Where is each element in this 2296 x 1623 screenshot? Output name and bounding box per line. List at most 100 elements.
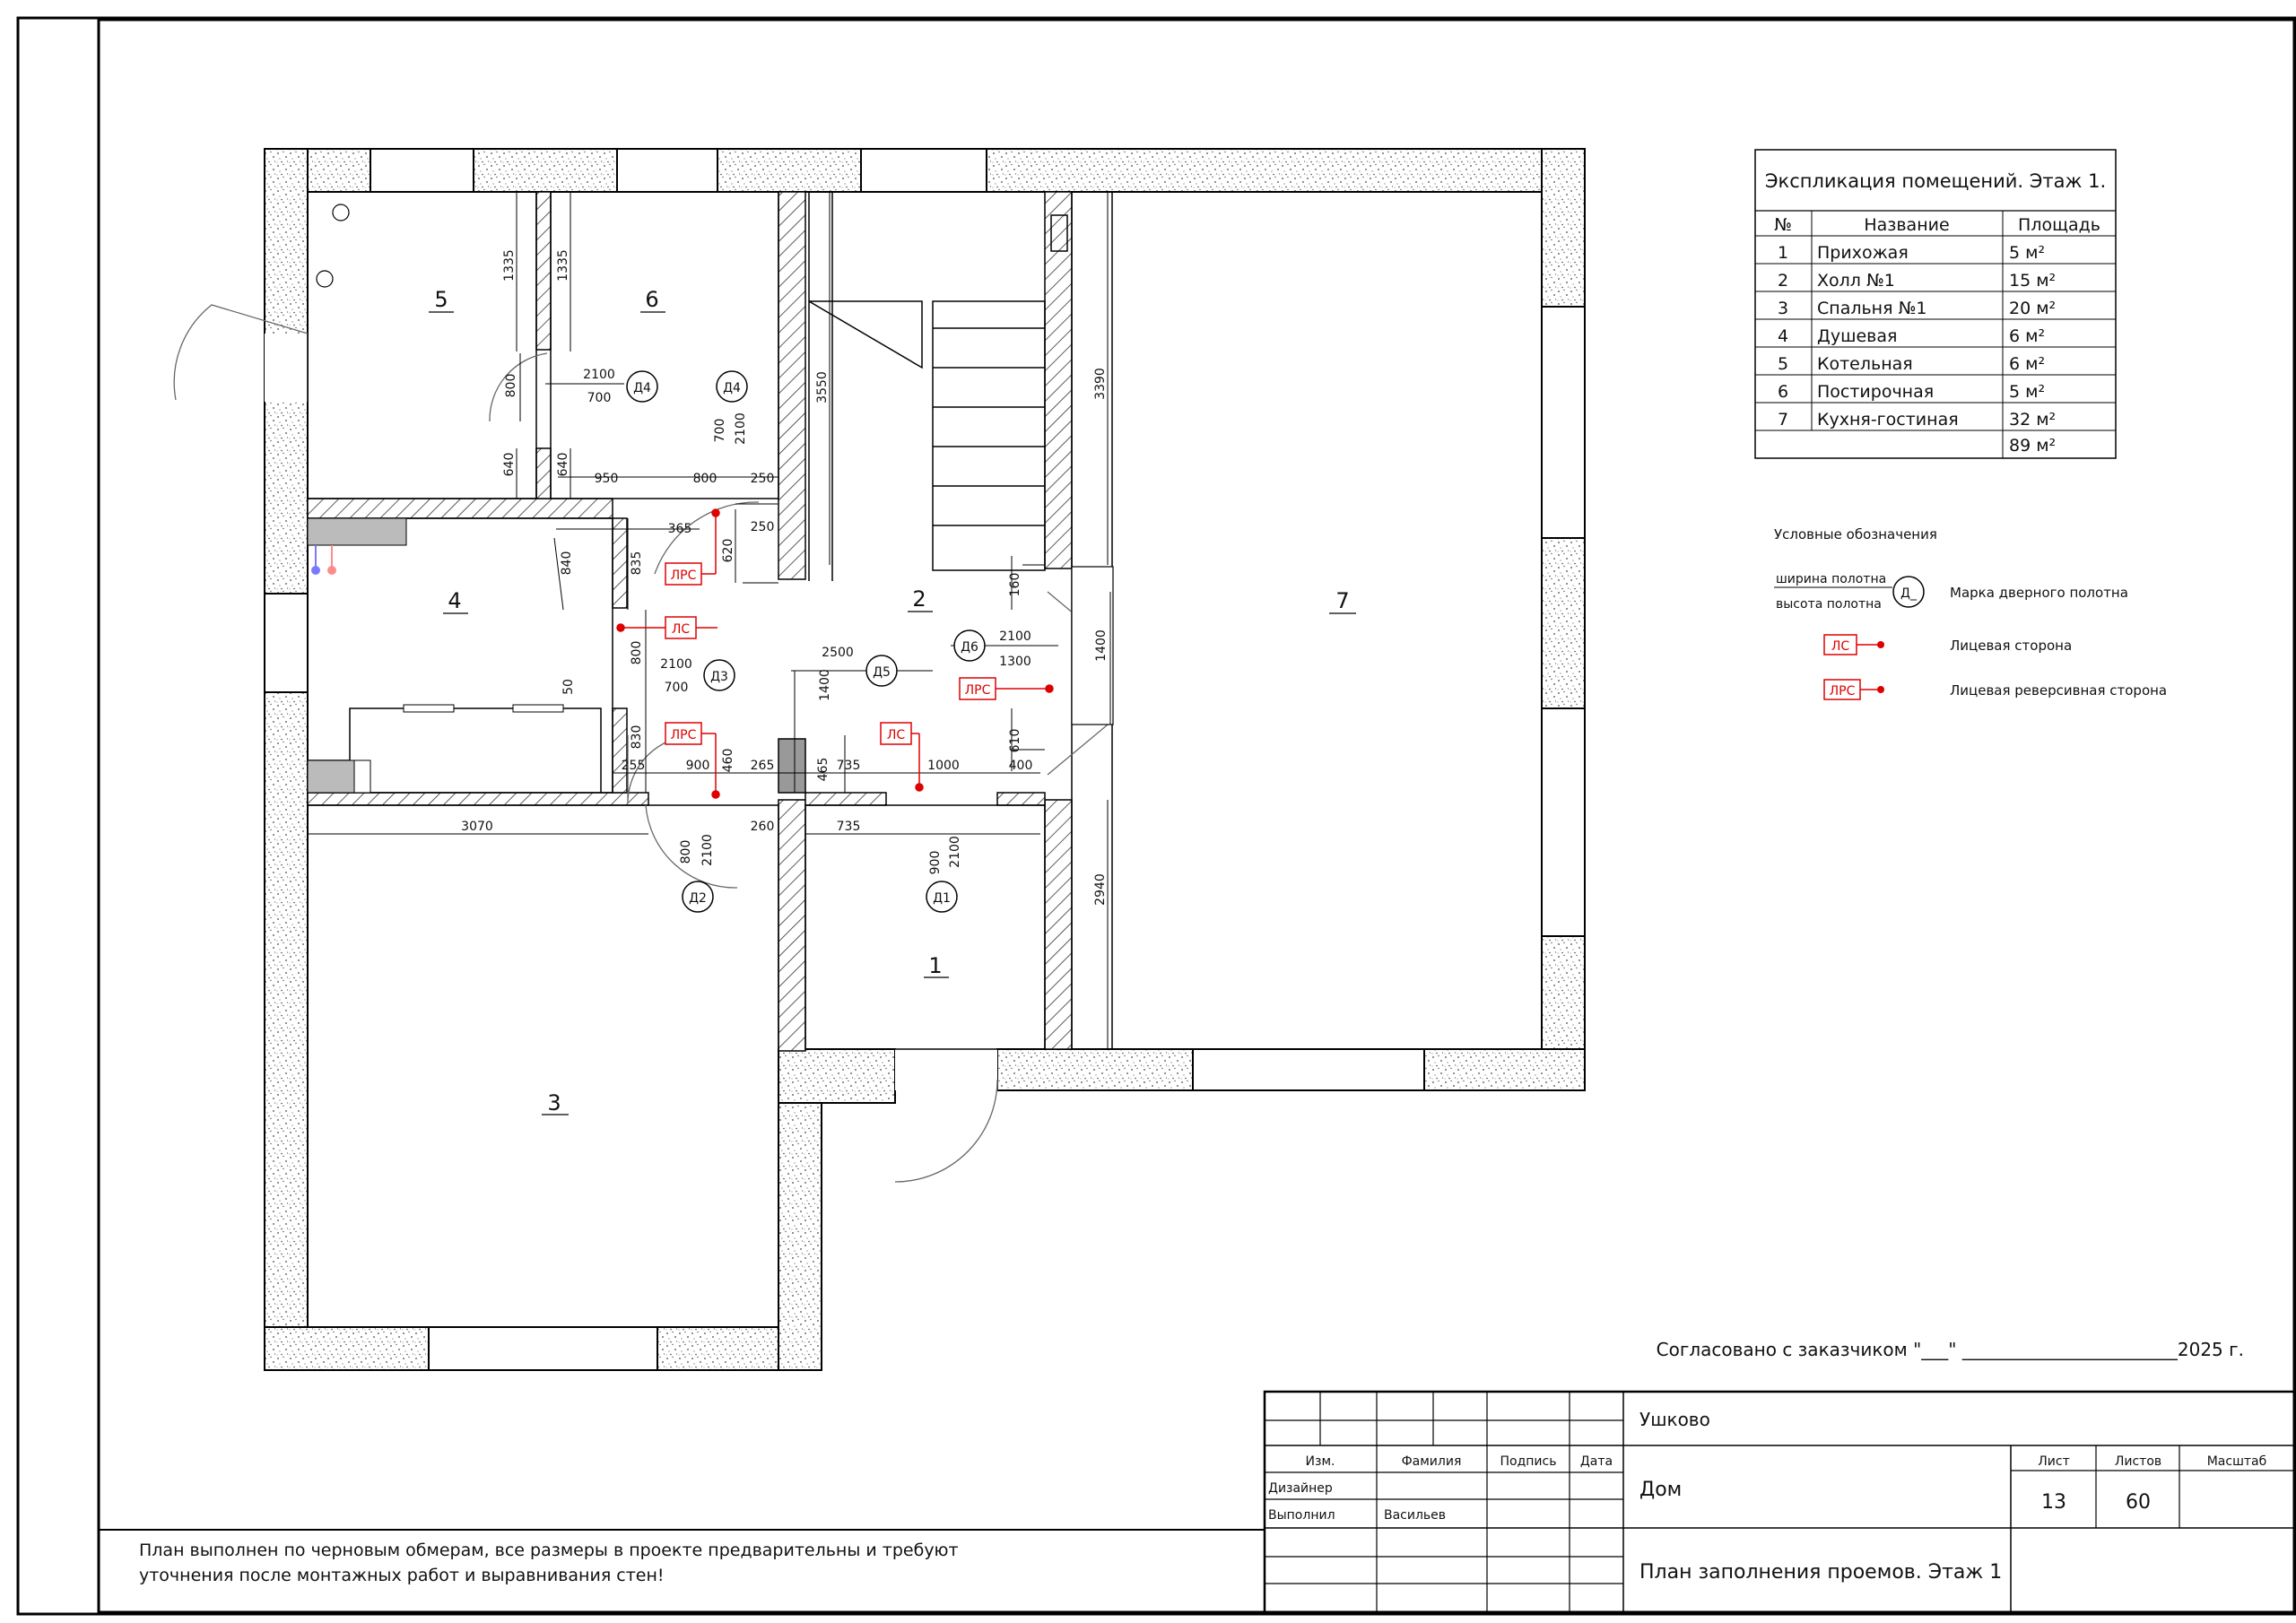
explication-row-area: 6 м² <box>2009 354 2045 374</box>
legend-mark-symbol: Д_ <box>1900 586 1918 601</box>
room-outline-3 <box>307 804 779 1328</box>
room-number: 6 <box>645 287 658 312</box>
door-width: 1300 <box>999 655 1031 669</box>
dim-label: 265 <box>751 759 775 773</box>
tb-list-label: Лист <box>2038 1454 2069 1469</box>
door-mark-circle <box>682 881 714 913</box>
tb-object: Дом <box>1639 1479 1682 1501</box>
tb-designer: Дизайнер <box>1268 1481 1333 1496</box>
door-mark-label: Д5 <box>873 665 891 680</box>
door-mark-label: Д1 <box>933 891 951 906</box>
side-tag-label: ЛРС <box>671 568 697 583</box>
dim-label: 640 <box>556 453 570 477</box>
door-width: 700 <box>587 391 612 405</box>
window-top-1 <box>370 148 474 193</box>
door-mark-circle <box>865 655 898 687</box>
dim-label: 1335 <box>556 249 570 282</box>
inner-frame <box>97 18 2296 1614</box>
dim-label: 3070 <box>461 820 493 834</box>
dim-label: 800 <box>504 374 518 398</box>
tb-scale-label: Масштаб <box>2207 1454 2267 1469</box>
door-height: 2100 <box>700 834 715 866</box>
side-tag-label: ЛС <box>672 622 691 637</box>
legend-title: Условные обозначения <box>1774 526 1937 542</box>
dim-label: 835 <box>630 551 644 576</box>
explication-row-num: 5 <box>1778 354 1788 374</box>
tb-list: 13 <box>2041 1491 2066 1514</box>
window-top-3 <box>860 148 987 193</box>
door-width: 700 <box>665 681 689 695</box>
explication-row-name: Душевая <box>1817 326 1897 346</box>
dim-label: 260 <box>751 820 775 834</box>
explication-row-area: 32 м² <box>2009 410 2056 430</box>
door-mark-circle <box>953 629 986 662</box>
legend-ls-desc: Лицевая сторона <box>1950 638 2072 654</box>
door-mark-circle <box>716 370 748 403</box>
room-number: 5 <box>434 287 448 312</box>
room-number-underlines <box>429 311 1356 1115</box>
explication-row-area: 15 м² <box>2009 271 2056 291</box>
explication-row-area: 6 м² <box>2009 326 2045 346</box>
floor-plan <box>173 148 1586 1371</box>
explication-row-area: 20 м² <box>2009 299 2056 318</box>
wall-stair-right <box>1044 191 1073 569</box>
explication-title: Экспликация помещений. Этаж 1. <box>1765 170 2106 192</box>
shower-fixtures <box>307 204 602 794</box>
dim-label: 250 <box>751 472 775 486</box>
door-width: 700 <box>713 419 727 443</box>
legend-height-label: высота полотна <box>1776 597 1882 612</box>
explication-row-name: Спальня №1 <box>1817 299 1926 318</box>
legend-width-label: ширина полотна <box>1776 572 1886 586</box>
door-height: 2100 <box>583 368 615 382</box>
window-bottom-bedroom <box>428 1326 658 1371</box>
explication-header-name: Название <box>1864 215 1949 235</box>
explication-row-num: 7 <box>1778 410 1788 430</box>
legend-lrs-desc: Лицевая реверсивная сторона <box>1950 682 2167 699</box>
side-tag-label: ЛРС <box>671 728 697 742</box>
tb-hdr-date: Дата <box>1580 1454 1613 1469</box>
dim-label: 3390 <box>1093 368 1108 400</box>
room-number: 4 <box>448 588 461 613</box>
explication-row-num: 3 <box>1778 299 1788 318</box>
room-number: 3 <box>547 1090 561 1115</box>
room-number: 1 <box>928 953 942 978</box>
legend-door-mark-circle <box>1892 576 1925 608</box>
dim-label: 735 <box>837 759 861 773</box>
dim-label: 735 <box>837 820 861 834</box>
door-height: 2100 <box>999 629 1031 644</box>
dim-label: 2940 <box>1093 873 1108 906</box>
title-block <box>1263 1390 2296 1614</box>
tb-hdr-sign: Подпись <box>1500 1454 1557 1469</box>
dim-label: 365 <box>668 522 692 536</box>
cold-water-icon <box>311 566 320 575</box>
door-mark-label: Д4 <box>633 381 651 395</box>
door-height: 2500 <box>822 646 854 660</box>
window-right-2 <box>1541 707 1586 937</box>
door-mark-label: Д6 <box>961 640 978 655</box>
door-width: 900 <box>928 851 943 875</box>
dim-label: 1400 <box>818 669 832 701</box>
tb-sheet-title: План заполнения проемов. Этаж 1 <box>1639 1561 2002 1584</box>
legend-ls-tag: ЛС <box>1831 639 1850 654</box>
tb-performed: Выполнил <box>1268 1508 1335 1523</box>
wall-hall-left <box>778 191 806 580</box>
dim-label: 50 <box>561 679 576 695</box>
room-outline-1 <box>804 804 1046 1050</box>
room-number: 7 <box>1335 588 1349 613</box>
door-mark-circle <box>926 881 958 913</box>
explication-row-num: 4 <box>1778 326 1788 346</box>
dim-label: 465 <box>816 758 831 782</box>
explication-total: 89 м² <box>2009 436 2056 456</box>
tb-performer: Васильев <box>1384 1508 1446 1523</box>
dim-label: 620 <box>721 539 735 563</box>
window-top-2 <box>616 148 718 193</box>
door-marks <box>626 370 986 913</box>
explication-row-num: 6 <box>1778 382 1788 402</box>
room-outline-6 <box>550 191 779 499</box>
dim-label: 460 <box>721 749 735 773</box>
dim-label: 250 <box>751 520 775 534</box>
room-outline-4 <box>307 517 613 794</box>
side-tag-pointers <box>616 508 1054 799</box>
